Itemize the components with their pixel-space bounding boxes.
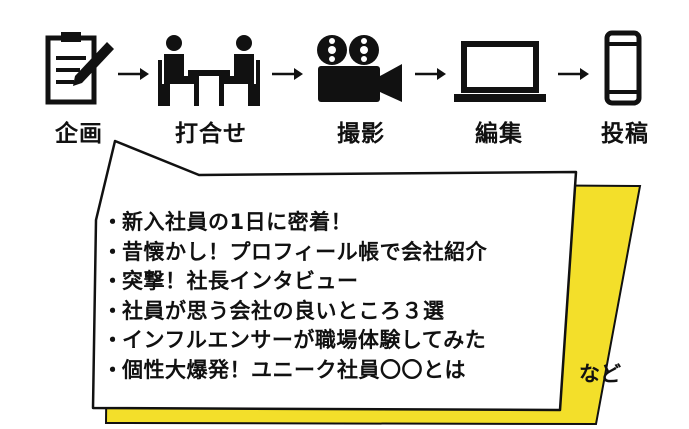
idea-item: ・個性大爆発！ユニーク社員〇〇とは [102, 356, 487, 386]
idea-item: ・突撃！社長インタビュー [102, 267, 487, 297]
bullet-mark: ・ [102, 357, 124, 382]
idea-item: ・昔懐かし！プロフィール帳で会社紹介 [102, 238, 487, 268]
idea-text: 突撃！社長インタビュー [122, 269, 359, 293]
arrow-icon [118, 68, 149, 80]
bullet-mark: ・ [102, 269, 124, 293]
step-label-planning: 企画 [55, 121, 103, 147]
video-camera-icon [317, 35, 402, 102]
bullet-mark: ・ [102, 210, 124, 234]
idea-text: 個性大爆発！ユニーク社員〇〇とは [122, 357, 466, 382]
speech-bubble-outline [91, 139, 578, 412]
step-label-posting: 投稿 [601, 121, 649, 147]
bullet-mark: ・ [102, 328, 124, 352]
clipboard-pencil-icon [45, 32, 114, 105]
idea-list: ・新入社員の1日に密着！ ・昔懐かし！プロフィール帳で会社紹介 ・突撃！社長イン… [102, 208, 487, 385]
step-label-editing: 編集 [475, 121, 523, 147]
meeting-icon [158, 35, 260, 106]
laptop-icon [454, 41, 546, 102]
bullet-mark: ・ [102, 239, 124, 264]
arrow-icon [558, 68, 589, 80]
idea-item: ・社員が思う会社の良いところ３選 [102, 297, 487, 327]
step-label-shooting: 撮影 [337, 121, 385, 147]
smartphone-icon [604, 30, 642, 106]
idea-text: インフルエンサーが職場体験してみた [122, 328, 487, 352]
idea-text: 昔懐かし！プロフィール帳で会社紹介 [122, 239, 488, 264]
etc-label: など [579, 362, 621, 386]
arrow-icon [415, 68, 446, 80]
idea-item: ・インフルエンサーが職場体験してみた [102, 326, 487, 356]
bullet-mark: ・ [102, 298, 124, 323]
arrow-icon [272, 68, 303, 80]
step-label-meeting: 打合せ [175, 121, 247, 147]
idea-text: 新入社員の1日に密着！ [122, 210, 353, 234]
idea-item: ・新入社員の1日に密着！ [102, 208, 487, 238]
idea-text: 社員が思う会社の良いところ３選 [122, 298, 445, 323]
